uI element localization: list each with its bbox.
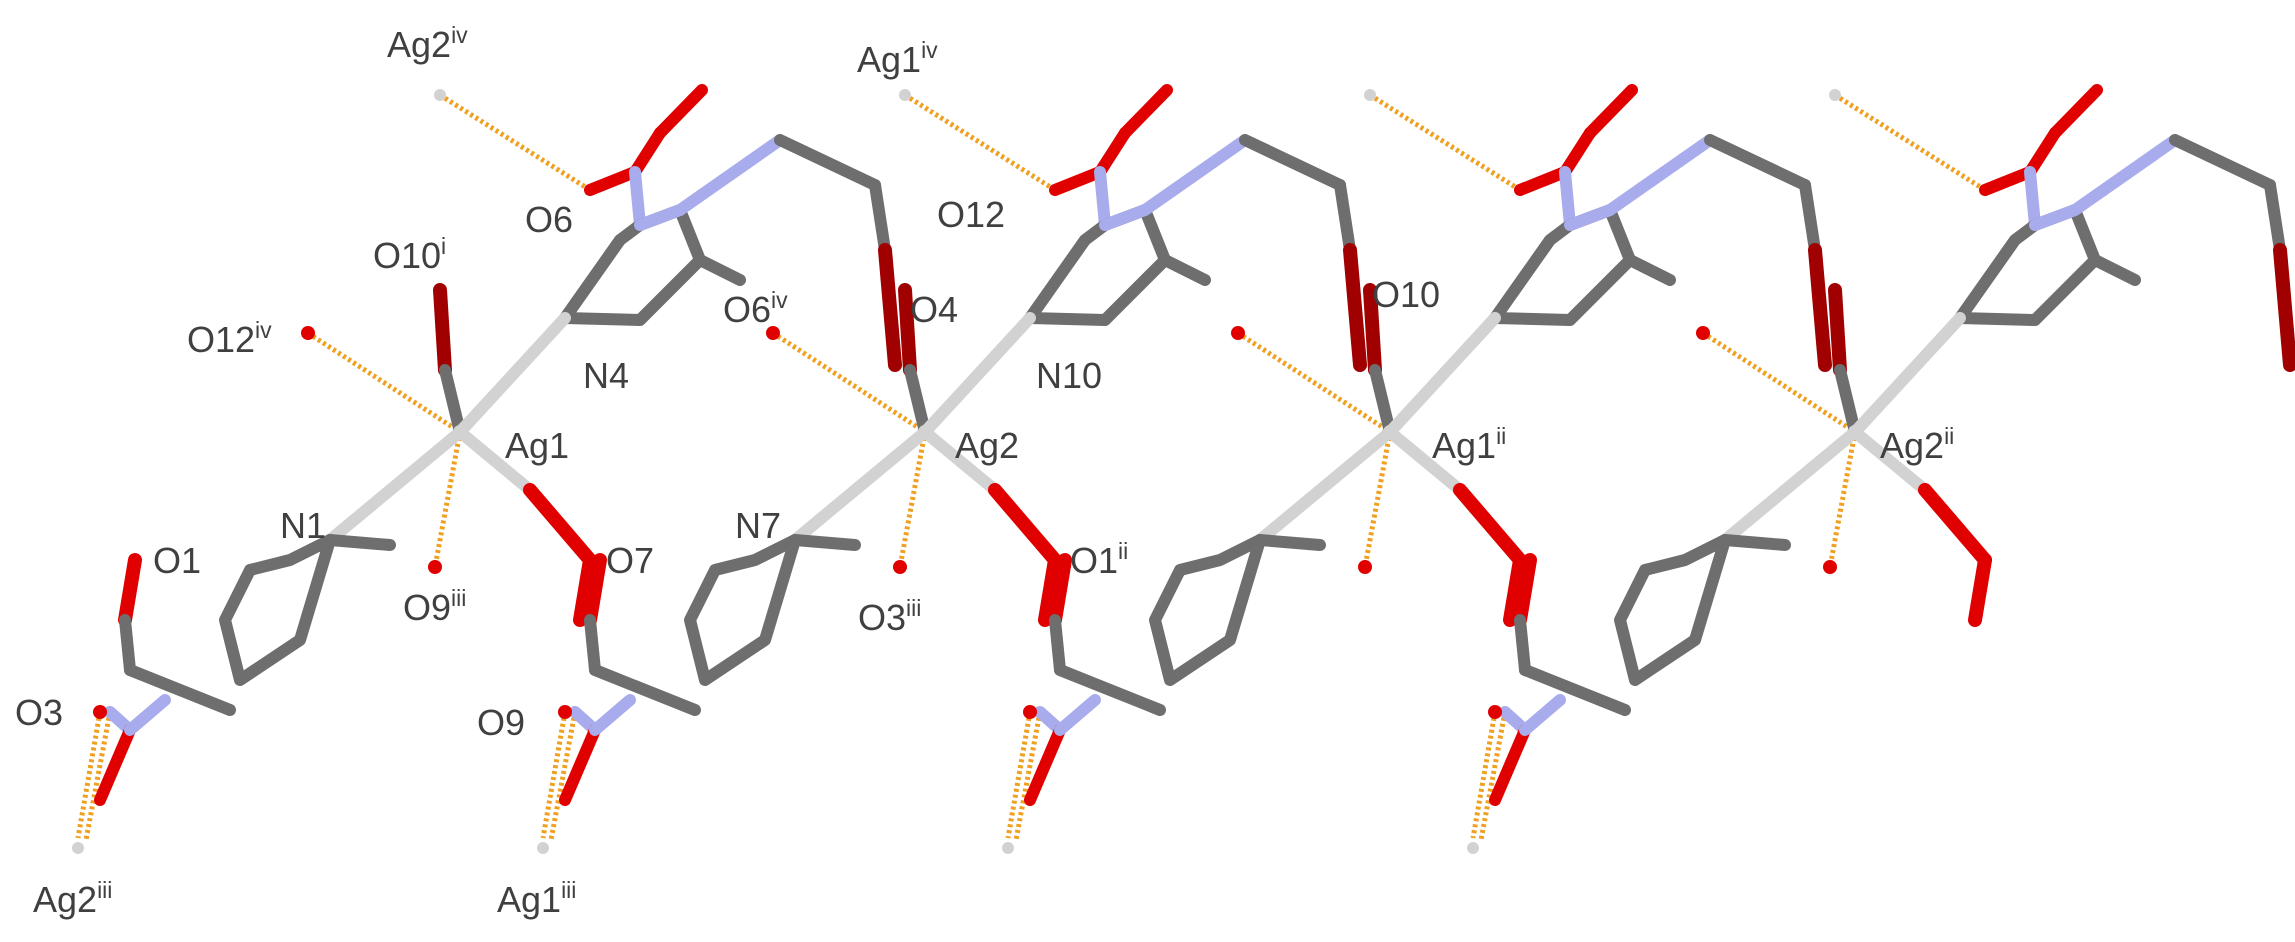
label-o3-iii: O3iii <box>858 595 921 638</box>
label-o6-iv: O6iv <box>723 287 788 330</box>
bond-ag1-o7 <box>454 426 536 496</box>
bond-o7 <box>523 483 597 567</box>
bond-chain-o1 <box>118 553 142 627</box>
label-o7: O7 <box>606 540 654 581</box>
label-o1-ii: O1ii <box>1070 538 1128 581</box>
bond-chain-3 <box>869 179 891 256</box>
label-o4: O4 <box>910 289 958 330</box>
contact-o3-ag2iii-b <box>83 711 113 841</box>
label-n10: N10 <box>1036 355 1102 396</box>
label-o12-iv: O12iv <box>187 317 272 360</box>
label-n7: N7 <box>735 505 781 546</box>
label-ag2: Ag2 <box>955 425 1019 466</box>
ring-lower <box>219 534 336 686</box>
bond-ring-n-upper <box>634 204 686 231</box>
atom-o3 <box>93 705 107 719</box>
label-o10: O10 <box>1372 274 1440 315</box>
bond-nitro-n-ring <box>629 166 646 231</box>
label-ag1-iii: Ag1iii <box>497 877 576 920</box>
bond-nitro-o-up <box>629 127 666 178</box>
atom-o9iii <box>428 560 442 574</box>
bond-chain-2 <box>774 134 881 191</box>
label-ag1-ii: Ag1ii <box>1432 423 1506 466</box>
label-o1: O1 <box>153 540 201 581</box>
bond-chain-o1-c <box>119 614 136 676</box>
bond-ag1-n1 <box>324 426 466 546</box>
bond-o10i-ag <box>439 364 466 438</box>
bond-lower-nitro-o <box>94 724 136 806</box>
label-o10-i: O10i <box>373 233 446 276</box>
bond-ag1-n4 <box>454 312 571 438</box>
label-o9: O9 <box>477 702 525 743</box>
label-ag2-ii: Ag2ii <box>1880 423 1954 466</box>
atom-o12iv <box>301 326 315 340</box>
bond-chain-o4 <box>878 243 902 372</box>
bond-chain-1 <box>674 134 786 216</box>
bond-ring-methyl-lower <box>324 534 396 551</box>
bond-nitro-n <box>584 166 641 196</box>
label-n4: N4 <box>583 355 629 396</box>
label-n1: N1 <box>280 505 326 546</box>
bond-o10i <box>433 283 452 377</box>
atom-labels: Ag2iv Ag1iv O6 O12 O10i O12iv O6iv O4 O1… <box>15 22 1954 920</box>
label-ag1: Ag1 <box>505 425 569 466</box>
label-ag1-iv: Ag1iv <box>857 37 938 80</box>
contact-o12iv-ag <box>306 330 462 435</box>
label-ag2-iii: Ag2iii <box>33 877 112 920</box>
contact-ag-o9iii <box>432 431 463 568</box>
bond-ring-methyl-upper <box>694 254 746 286</box>
molecular-unit-1 <box>72 84 902 854</box>
atom-ag2iv <box>434 89 446 101</box>
bond-o7-2 <box>573 553 597 627</box>
atom-ag1 <box>453 425 467 439</box>
bond-chain-lower <box>124 664 236 716</box>
label-o9-iii: O9iii <box>403 585 466 628</box>
label-o6: O6 <box>525 199 573 240</box>
bond-nitro-o-up-2 <box>654 84 708 139</box>
label-ag2-iv: Ag2iv <box>387 22 468 65</box>
label-o12: O12 <box>937 194 1005 235</box>
atom-ag2iii <box>72 842 84 854</box>
bond-lower-nitro-n2 <box>124 694 171 736</box>
label-o3: O3 <box>15 692 63 733</box>
